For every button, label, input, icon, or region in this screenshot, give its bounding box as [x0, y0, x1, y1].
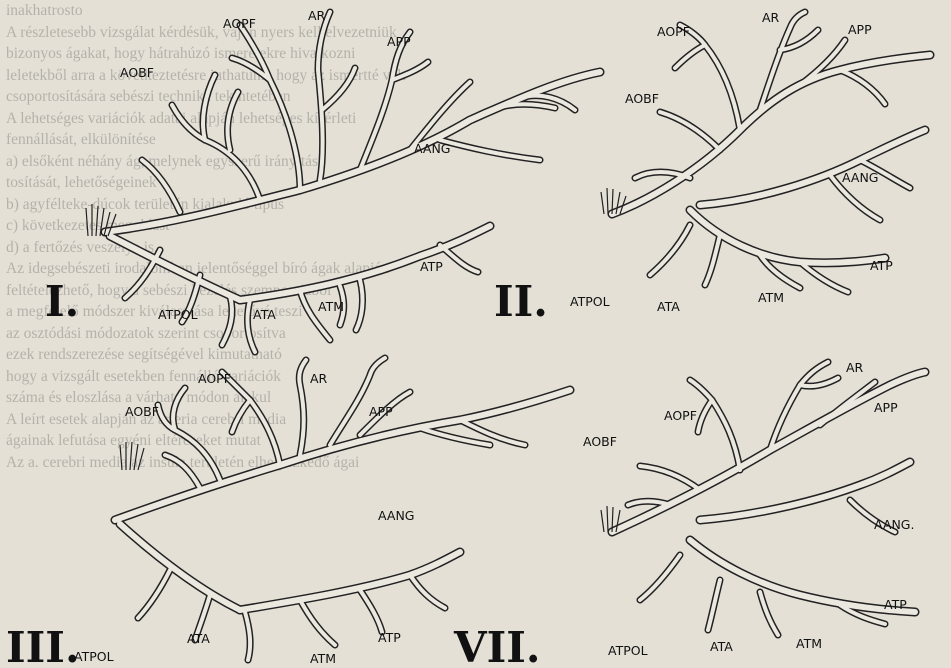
vessel-lumen — [820, 382, 875, 425]
label-atpol: ATPOL — [74, 649, 114, 664]
vessel-lumen — [360, 590, 382, 632]
label-aobf: AOBF — [625, 91, 659, 106]
label-app: APP — [369, 404, 393, 419]
label-atpol: ATPOL — [570, 294, 610, 309]
label-atm: ATM — [318, 299, 344, 314]
label-aang: AANG — [414, 141, 451, 156]
vessel-wall — [165, 455, 200, 488]
label-aobf: AOBF — [583, 434, 617, 449]
label-atm: ATM — [310, 651, 336, 666]
panel-numeral: II. — [494, 277, 548, 326]
vessel-lumen — [690, 540, 915, 612]
hair-tuft — [120, 442, 144, 470]
vessel-lumen — [120, 524, 240, 610]
label-ata: ATA — [710, 639, 733, 654]
label-ar: AR — [310, 371, 328, 386]
label-aobf: AOBF — [120, 65, 154, 80]
label-aang: AANG — [378, 508, 415, 523]
label-aopf: AOPF — [223, 16, 256, 31]
vessel-wall — [172, 105, 260, 200]
vessel-wall — [680, 25, 740, 130]
vessel-lumen — [222, 296, 232, 345]
label-aopf: AOPF — [664, 408, 697, 423]
label-atpol: ATPOL — [608, 643, 648, 658]
vessel-lumen — [760, 592, 778, 635]
label-atp: ATP — [420, 259, 443, 274]
label-ata: ATA — [187, 631, 210, 646]
label-aobf: AOBF — [125, 404, 159, 419]
label-atpol: ATPOL — [158, 307, 198, 322]
panel-iii: AOPF AR APP AOBF AANG ATP ATPOL ATA ATM … — [6, 358, 570, 668]
panel-numeral: I. — [45, 277, 79, 326]
panel-numeral: VII. — [453, 623, 541, 668]
panel-numeral: III. — [6, 623, 80, 668]
vessel-wall — [240, 25, 300, 190]
label-aang: AANG — [842, 170, 879, 185]
vessel-lumen — [232, 400, 250, 432]
vessel-wall — [660, 112, 720, 150]
label-atm: ATM — [758, 290, 784, 305]
vessel-lumen — [240, 25, 300, 190]
label-aang: AANG. — [874, 517, 914, 532]
vessel-lumen — [680, 25, 740, 130]
label-app: APP — [874, 400, 898, 415]
vessel-lumen — [440, 140, 540, 160]
vessel-wall — [240, 552, 460, 610]
label-ar: AR — [762, 10, 780, 25]
label-ar: AR — [308, 8, 326, 23]
label-atp: ATP — [870, 258, 893, 273]
label-ata: ATA — [657, 299, 680, 314]
label-aopf: AOPF — [657, 24, 690, 39]
vessel-wall — [690, 540, 915, 612]
label-atp: ATP — [378, 630, 401, 645]
vessel-lumen — [705, 235, 720, 285]
label-atp: ATP — [884, 597, 907, 612]
vessel-lumen — [330, 358, 385, 445]
label-aopf: AOPF — [198, 371, 231, 386]
label-ata: ATA — [253, 307, 276, 322]
vessel-tree — [612, 12, 930, 292]
label-ar: AR — [846, 360, 864, 375]
vessel-tree — [115, 358, 570, 660]
label-atm: ATM — [796, 636, 822, 651]
vessel-lumen — [675, 45, 705, 68]
label-app: APP — [848, 22, 872, 37]
vessel-lumen — [708, 580, 720, 630]
label-app: APP — [387, 34, 411, 49]
vessel-wall — [640, 466, 700, 490]
panel-ii: AOPF AR APP AOBF AANG ATP ATPOL ATA ATM … — [494, 10, 930, 326]
